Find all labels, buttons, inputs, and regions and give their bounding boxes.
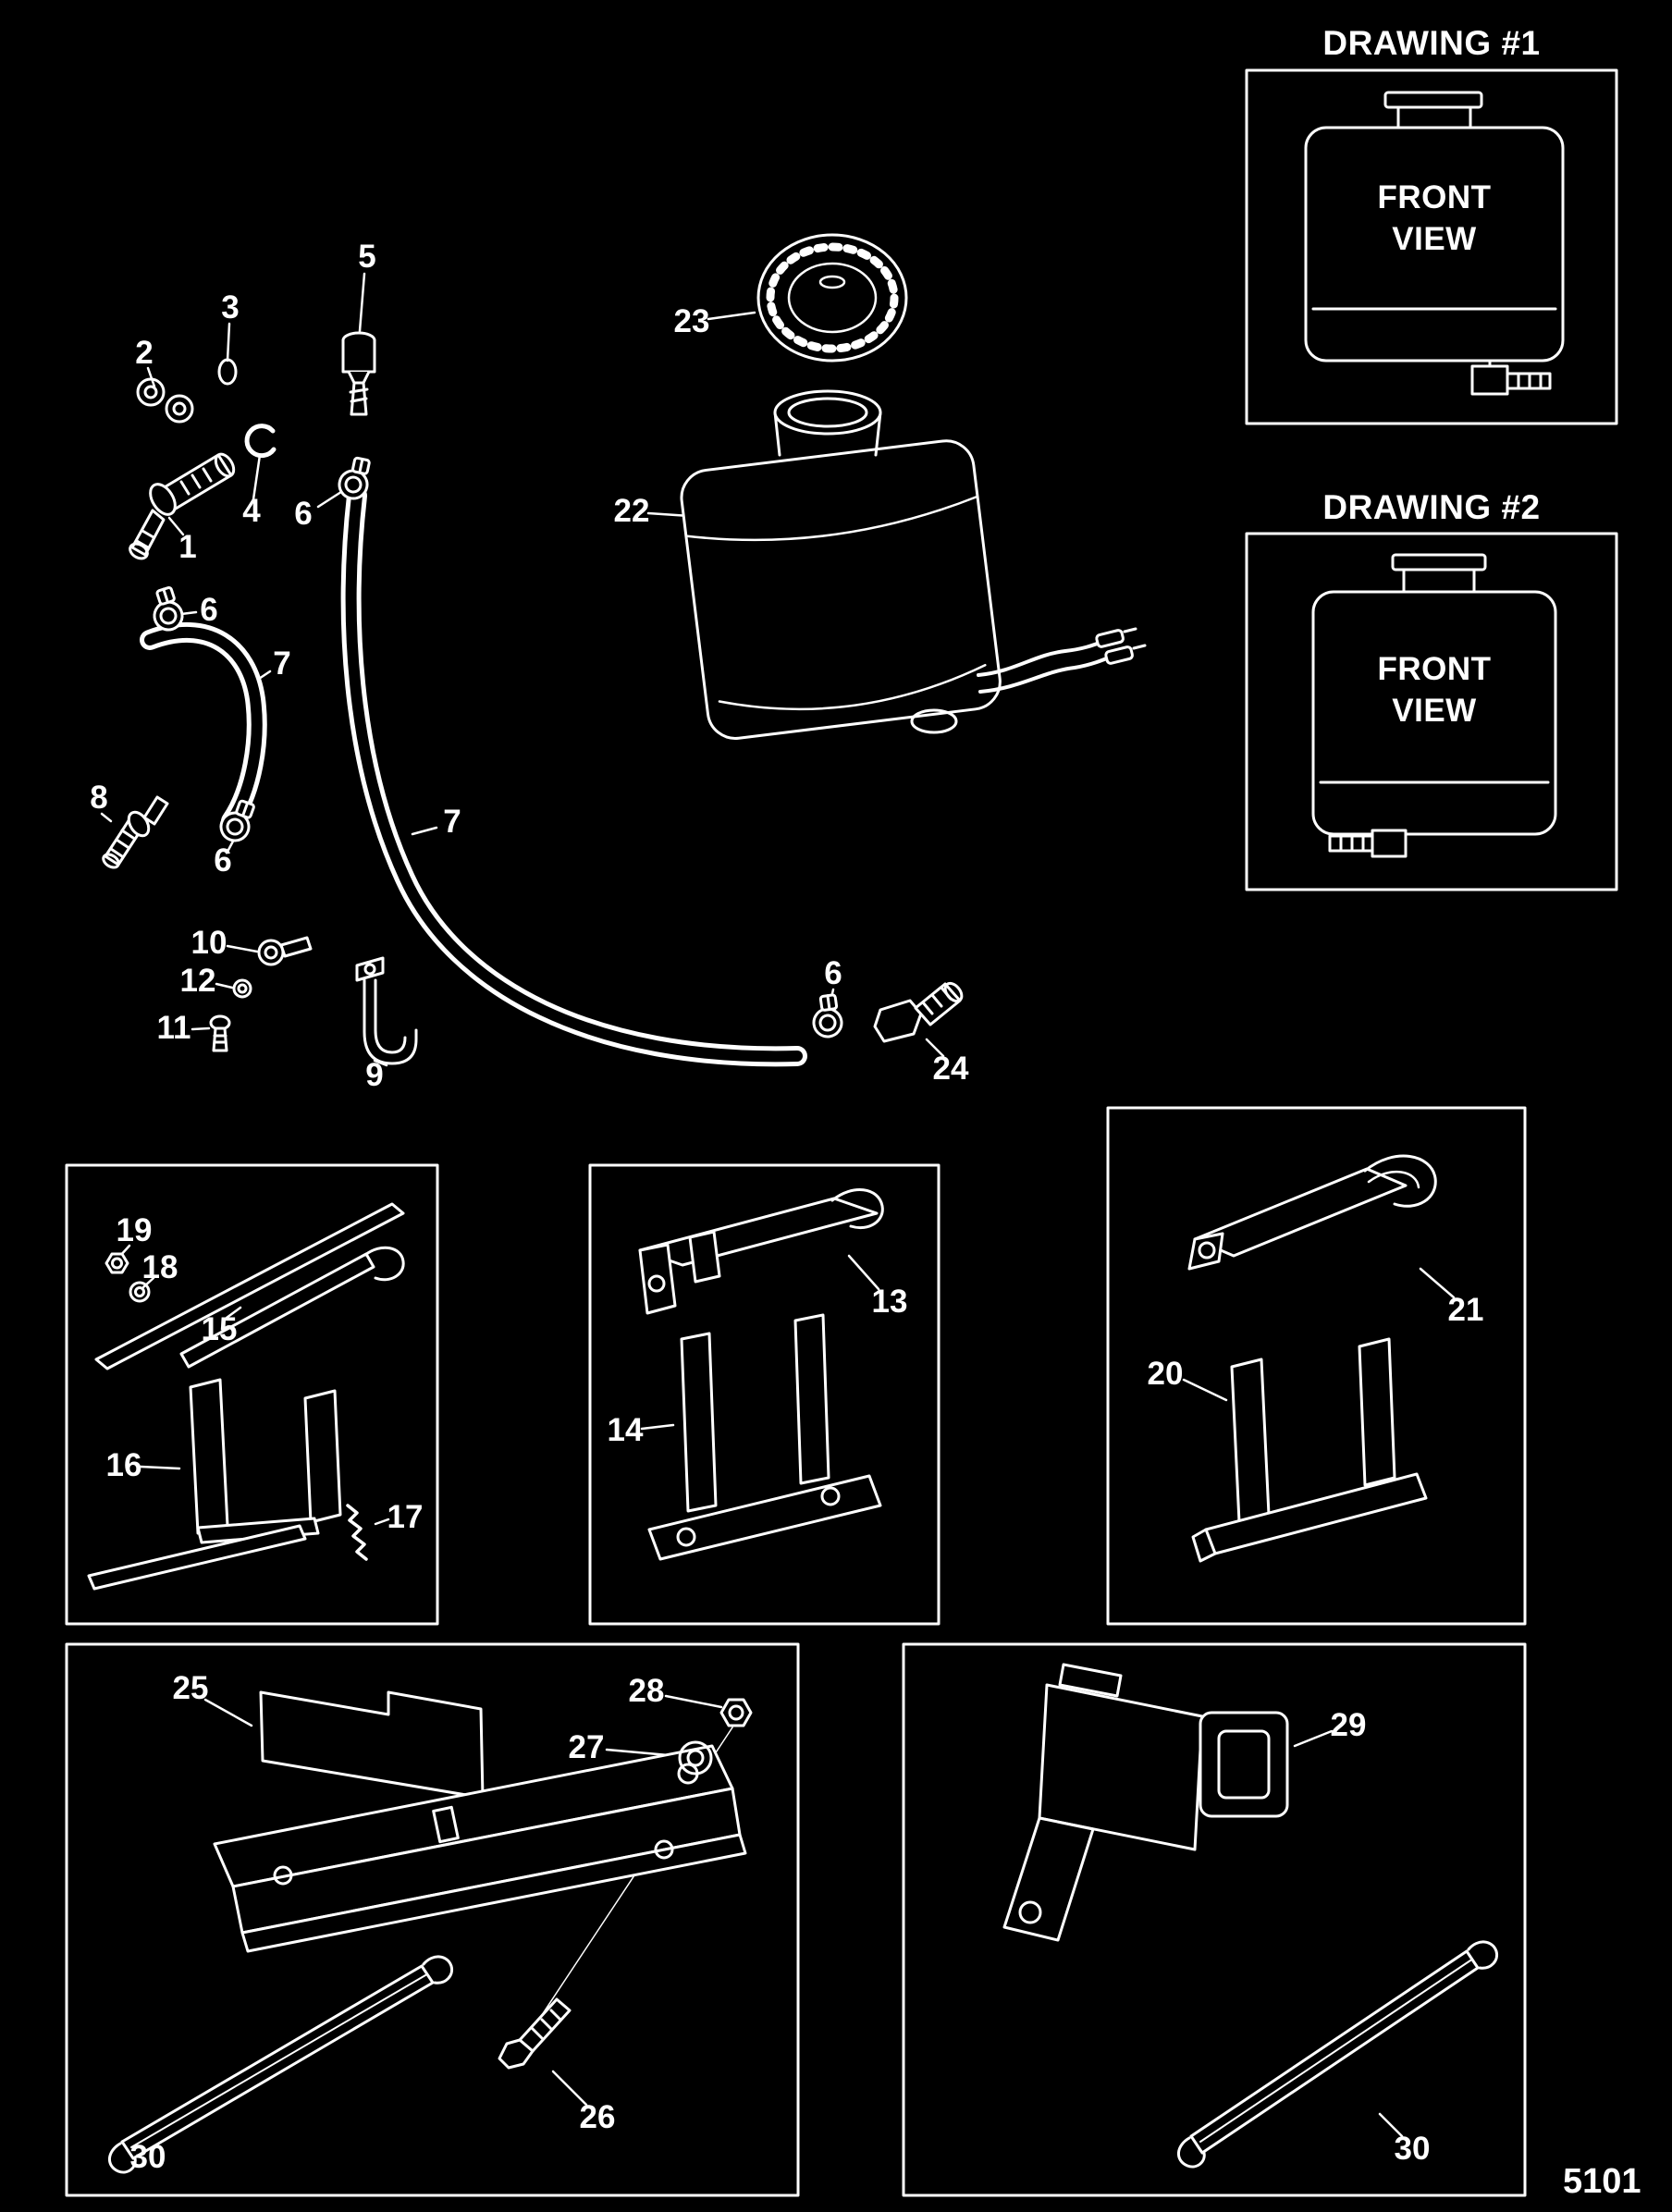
callout-21: 21 <box>1447 1292 1484 1328</box>
e-clip-4 <box>244 424 277 459</box>
callout-30: 30 <box>1394 2131 1431 2167</box>
drawing-2-box <box>1245 532 1618 891</box>
washer-12 <box>232 978 252 999</box>
bolt-26 <box>498 1997 572 2070</box>
bracket-box-right <box>1106 1106 1527 1626</box>
mounting-bracket-25 <box>213 1690 747 1953</box>
callout-6: 6 <box>200 592 218 628</box>
callout-6: 6 <box>824 955 842 991</box>
inset-bottle-1 <box>1304 91 1565 396</box>
callout-17: 17 <box>387 1499 424 1535</box>
hose-clamp-icon <box>808 992 845 1040</box>
j-clamp-9 <box>355 956 418 1065</box>
callout-14: 14 <box>607 1412 644 1448</box>
drawing-2-title: DRAWING #2 <box>1322 488 1541 526</box>
reservoir-bottle <box>680 389 1147 740</box>
clip-bracket-21 <box>1187 1154 1437 1271</box>
callout-25: 25 <box>172 1670 209 1706</box>
callout-11: 11 <box>156 1010 191 1046</box>
mount-box-right <box>902 1642 1527 2197</box>
callout-22: 22 <box>613 493 650 529</box>
nut-19 <box>104 1252 129 1274</box>
elbow-barb-fitting-1 <box>129 452 236 560</box>
drawing-1-title: DRAWING #1 <box>1322 24 1541 62</box>
washers-2 <box>136 377 194 424</box>
reservoir-cap <box>756 233 908 363</box>
fitting-24 <box>873 981 964 1043</box>
callout-26: 26 <box>579 2099 616 2135</box>
bottle-outlet <box>910 708 958 734</box>
channel-bracket-16 <box>87 1378 342 1591</box>
drawing-2-front-view-label: FRONT VIEW <box>1377 651 1492 729</box>
callout-27: 27 <box>568 1729 605 1765</box>
callout-30: 30 <box>129 2139 166 2175</box>
detail-boxes <box>65 68 1618 2197</box>
bracket-box-left <box>65 1163 439 1626</box>
long-hose <box>340 485 807 1067</box>
barb-fitting-8 <box>102 795 169 869</box>
drawing-1-box <box>1245 68 1618 425</box>
washer-27 <box>678 1740 713 1776</box>
bottle-wires <box>977 627 1147 694</box>
callout-19: 19 <box>116 1212 153 1248</box>
callout-23: 23 <box>673 303 710 339</box>
callout-12: 12 <box>179 963 216 999</box>
strap-30-left <box>108 1955 454 2174</box>
callout-1: 1 <box>178 529 197 565</box>
elbow-fitting-5 <box>341 331 376 416</box>
o-ring-3 <box>217 358 238 386</box>
callout-8: 8 <box>90 780 108 816</box>
callout-4: 4 <box>242 493 261 529</box>
hose-clamp-icon <box>335 454 375 503</box>
callout-20: 20 <box>1147 1356 1184 1392</box>
drawing-1-front-view-label: FRONT VIEW <box>1377 179 1492 257</box>
screw-11 <box>209 1014 231 1052</box>
strap-30-right <box>1177 1940 1499 2169</box>
bracket-14 <box>647 1313 882 1561</box>
callout-29: 29 <box>1330 1707 1367 1743</box>
callout-6: 6 <box>294 496 313 532</box>
callout-10: 10 <box>191 925 227 961</box>
clip-bracket-13 <box>638 1188 884 1315</box>
callout-15: 15 <box>201 1311 238 1347</box>
callout-18: 18 <box>141 1249 178 1285</box>
u-bracket-20 <box>1191 1337 1428 1563</box>
callout-6: 6 <box>214 842 232 879</box>
page-number: 5101 <box>1563 2162 1641 2201</box>
callout-24: 24 <box>932 1051 969 1087</box>
callout-16: 16 <box>105 1447 142 1483</box>
bracket-29 <box>1002 1663 1289 1942</box>
callout-13: 13 <box>871 1284 908 1320</box>
callout-28: 28 <box>628 1673 665 1709</box>
callout-5: 5 <box>358 239 376 275</box>
spring-17 <box>346 1504 368 1561</box>
loop-clamp-10 <box>257 936 313 966</box>
bracket-box-middle <box>588 1163 940 1626</box>
callout-3: 3 <box>221 289 240 326</box>
rod-strap-15 <box>94 1202 405 1370</box>
inset-bottle-2 <box>1311 553 1557 858</box>
callout-7: 7 <box>443 804 461 840</box>
callout-9: 9 <box>365 1057 384 1093</box>
bottle-neck <box>773 389 882 457</box>
nut-28 <box>719 1698 753 1727</box>
mount-box-left <box>65 1642 800 2197</box>
callout-2: 2 <box>135 335 154 371</box>
callout-7: 7 <box>273 645 291 682</box>
short-hose <box>140 621 267 831</box>
washer-18 <box>129 1281 151 1303</box>
